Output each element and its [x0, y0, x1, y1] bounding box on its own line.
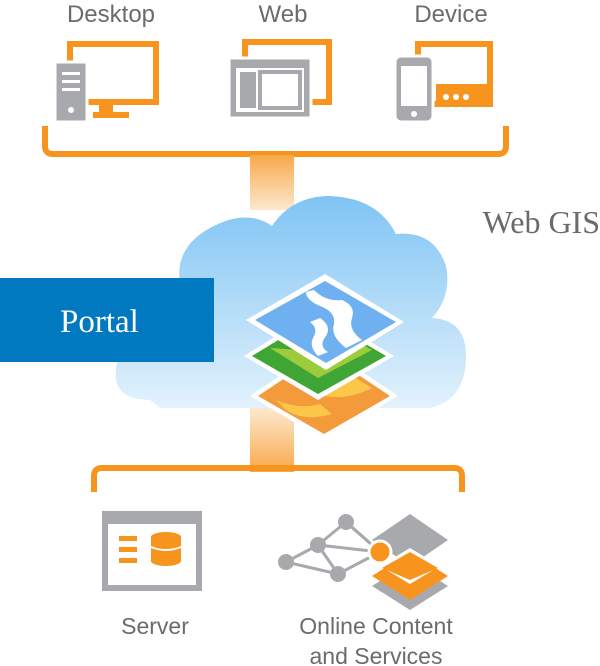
- server-icon: [102, 511, 202, 591]
- and-services-label: and Services: [310, 643, 443, 666]
- online-content-label: Online Content: [299, 613, 453, 639]
- desktop-icon: [53, 41, 159, 124]
- bottom-connector: [250, 408, 294, 472]
- resources-bracket: [91, 465, 465, 492]
- device-label: Device: [414, 1, 487, 28]
- map-layers-icon: [244, 274, 404, 440]
- web-label: Web: [259, 1, 308, 28]
- server-label: Server: [121, 613, 189, 639]
- portal-banner: [0, 278, 214, 362]
- portal-label: Portal: [60, 304, 139, 340]
- web-browser-icon: [227, 39, 332, 120]
- clients-bracket: [42, 126, 509, 157]
- online-content-services-icon: [278, 514, 448, 610]
- device-icon: [393, 41, 493, 124]
- desktop-label: Desktop: [67, 1, 155, 28]
- web-gis-label: Web GIS: [483, 204, 600, 240]
- top-connector: [250, 155, 294, 210]
